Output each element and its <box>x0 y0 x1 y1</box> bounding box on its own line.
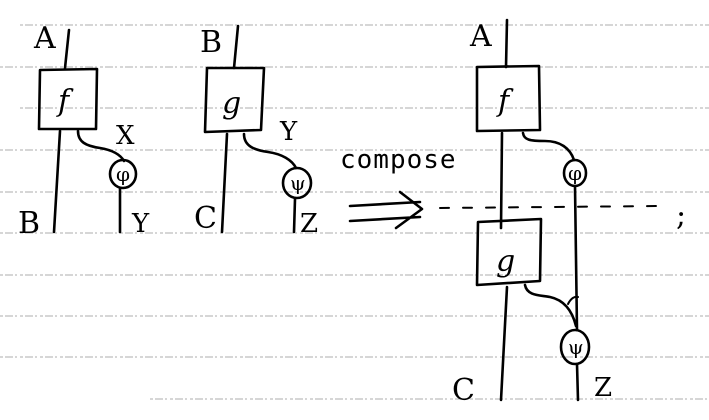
composite-f-label: f <box>496 84 514 119</box>
wire-label-z-out: Z <box>300 209 318 239</box>
composite-psi-label: ψ <box>568 335 584 359</box>
crossing-arc <box>567 295 579 305</box>
composite-wire-g-side <box>523 283 578 328</box>
composite-diagram: A f φ ; g C ψ Z <box>439 18 686 408</box>
composite-wire-y <box>573 184 579 332</box>
phi-label: φ <box>116 162 130 186</box>
psi-label: ψ <box>290 171 306 195</box>
phi-node <box>108 158 138 190</box>
composite-phi-label: φ <box>568 161 582 185</box>
wire-label-x: X <box>116 121 135 151</box>
wire-label-c-out: C <box>194 201 217 236</box>
wire-label-y-out: Y <box>131 209 150 239</box>
composite-wire-c <box>499 285 509 402</box>
left-f-diagram: A f B X φ Y <box>18 21 150 241</box>
f-box <box>37 67 99 131</box>
composite-f-box <box>475 64 542 133</box>
wire-c-out <box>220 132 229 234</box>
composite-wire-z <box>575 362 580 402</box>
wire-b-out <box>52 129 62 234</box>
separator-semicolon: ; <box>676 198 686 233</box>
composition-separator <box>439 205 661 209</box>
f-label: f <box>56 84 74 119</box>
g-box <box>203 66 266 134</box>
composite-wire-x <box>521 131 576 162</box>
wire-b-in <box>232 24 240 70</box>
double-arrow-icon <box>348 190 424 230</box>
wire-label-y-in: Y <box>279 117 298 147</box>
composite-wire-a <box>504 18 509 69</box>
composite-wire-label-a: A <box>469 19 492 54</box>
ruled-lines <box>0 24 709 400</box>
composite-wire-b <box>499 131 504 230</box>
composite-wire-label-z: Z <box>594 373 612 403</box>
wire-label-a: A <box>33 21 56 56</box>
composite-psi-node <box>559 328 591 366</box>
wire-a <box>63 28 71 70</box>
composite-g-box <box>475 217 543 287</box>
wire-label-b-in: B <box>200 25 222 60</box>
left-g-diagram: B g C Y ψ Z <box>194 24 318 239</box>
compose-arrow: compose <box>340 145 457 230</box>
compose-label: compose <box>340 145 457 175</box>
psi-node <box>281 166 313 200</box>
wire-x <box>76 129 126 163</box>
composite-g-label: g <box>496 244 515 279</box>
wire-label-b-out: B <box>18 206 40 241</box>
wire-y-in <box>242 132 298 170</box>
composite-wire-label-c: C <box>452 373 475 408</box>
wire-z-out <box>292 197 297 234</box>
g-label: g <box>222 86 241 121</box>
